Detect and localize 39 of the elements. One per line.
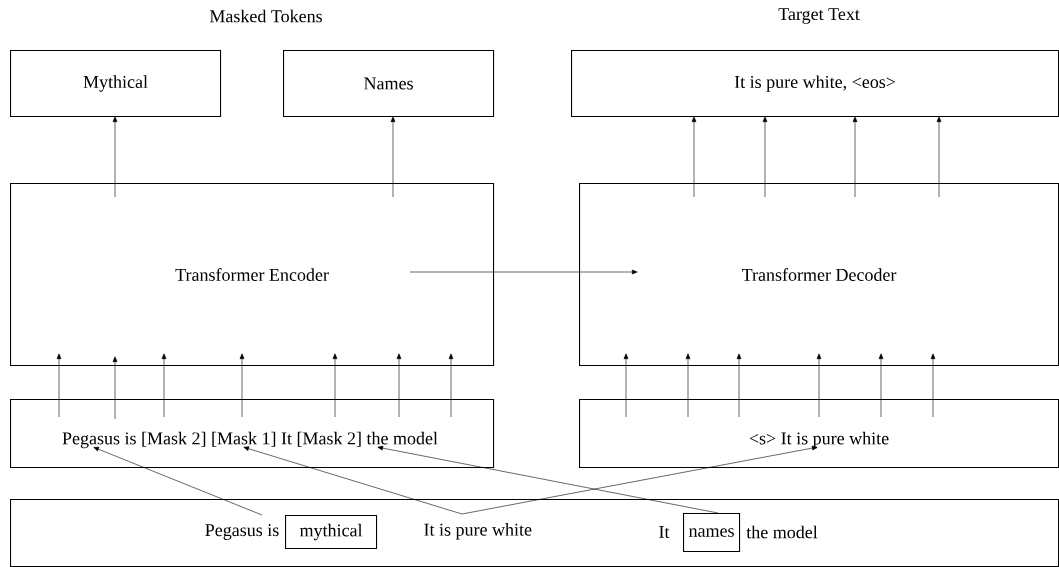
sentence-text: Pegasus is xyxy=(205,524,279,540)
arrow xyxy=(239,353,245,418)
arrow xyxy=(685,353,691,418)
arrow xyxy=(691,116,697,198)
output-box: Mythical xyxy=(10,50,222,118)
encoder-box: Transformer Encoder xyxy=(10,183,495,367)
arrow xyxy=(93,446,263,516)
heading: Masked Tokens xyxy=(209,9,322,23)
highlight-box: names xyxy=(683,513,741,553)
heading: Target Text xyxy=(778,8,860,24)
decoder-box: Transformer Decoder xyxy=(579,183,1059,367)
sentence-text: It is pure white xyxy=(424,523,532,540)
arrow xyxy=(243,446,463,515)
input-box: Pegasus is [Mask 2] [Mask 1] It [Mask 2] the model xyxy=(10,399,495,469)
input-box: <s> It is pure white xyxy=(579,399,1059,469)
arrow xyxy=(623,353,629,418)
arrow xyxy=(396,353,402,418)
arrow xyxy=(390,116,396,198)
arrow xyxy=(461,445,818,515)
arrow xyxy=(161,353,167,418)
sentence-band xyxy=(10,499,1059,567)
arrow xyxy=(56,353,62,418)
arrow xyxy=(409,269,638,275)
arrow xyxy=(762,116,768,198)
arrow xyxy=(930,353,936,418)
arrow xyxy=(736,353,742,418)
arrow xyxy=(936,116,942,198)
arrow xyxy=(448,353,454,418)
arrow xyxy=(112,356,118,420)
sentence-text: It xyxy=(659,526,670,538)
highlight-box: mythical xyxy=(285,515,378,550)
arrow xyxy=(816,353,822,418)
arrow xyxy=(852,116,858,198)
sentence-text: the model xyxy=(746,525,818,539)
output-box: Names xyxy=(283,50,495,118)
arrow xyxy=(878,353,884,418)
arrow xyxy=(112,116,118,198)
output-box: It is pure white, <eos> xyxy=(571,50,1059,118)
arrow xyxy=(332,353,338,418)
